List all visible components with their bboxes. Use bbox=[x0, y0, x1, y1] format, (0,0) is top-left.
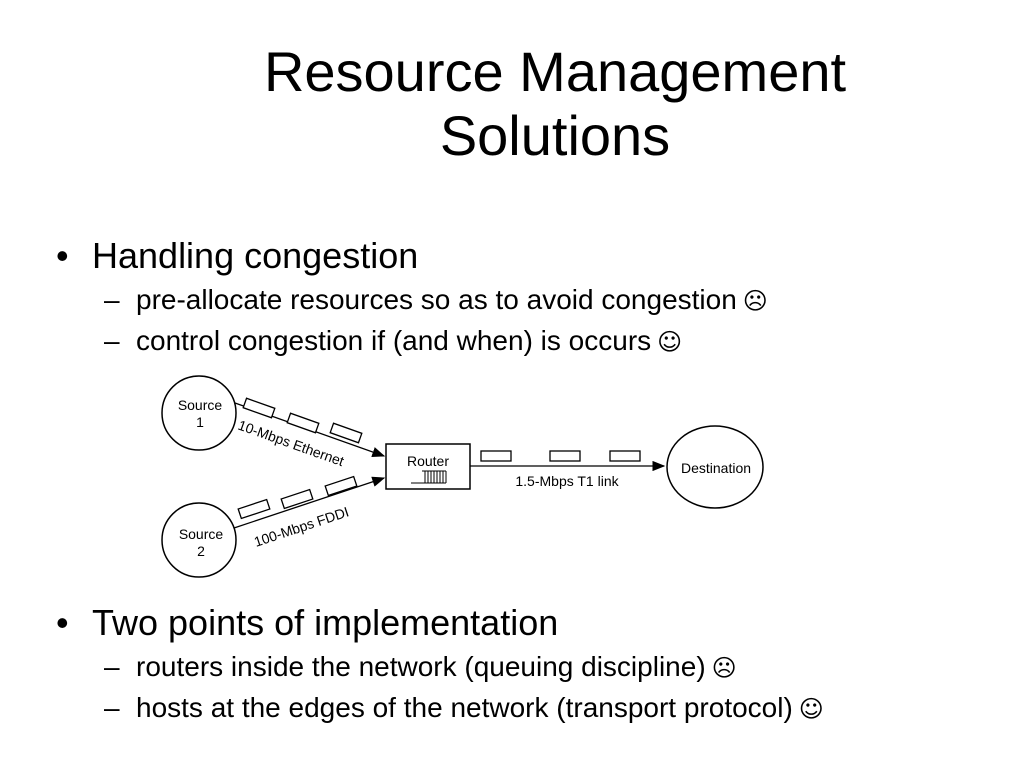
title-line-1: Resource Management bbox=[263, 40, 847, 103]
destination-label: Destination bbox=[681, 460, 751, 476]
subbullet-routers: –routers inside the network (queuing dis… bbox=[104, 651, 737, 684]
subbullet-text: control congestion if (and when) is occu… bbox=[136, 325, 652, 356]
bullet-text: Two points of implementation bbox=[92, 602, 559, 643]
packet bbox=[286, 412, 320, 434]
fddi-packets bbox=[237, 475, 358, 520]
source-1-node bbox=[161, 375, 237, 451]
t1-packets bbox=[480, 450, 641, 462]
dash-glyph: – bbox=[104, 325, 120, 356]
slide-title: Resource Management Solutions bbox=[200, 40, 910, 168]
smile-icon: ☺ bbox=[657, 328, 683, 356]
dash-glyph: – bbox=[104, 692, 120, 723]
fddi-link bbox=[233, 476, 386, 529]
source-2-node bbox=[161, 502, 237, 578]
dash-glyph: – bbox=[104, 651, 120, 682]
packet bbox=[609, 450, 641, 462]
packet bbox=[329, 422, 363, 444]
frown-icon: ☹ bbox=[742, 287, 768, 315]
queue-icon bbox=[411, 470, 447, 484]
subbullet-control: –control congestion if (and when) is occ… bbox=[104, 325, 682, 358]
bullet-glyph: • bbox=[56, 602, 69, 643]
source-1-label: Source bbox=[178, 397, 223, 413]
dash-glyph: – bbox=[104, 284, 120, 315]
packet bbox=[324, 475, 358, 497]
subbullet-text: hosts at the edges of the network (trans… bbox=[136, 692, 793, 723]
subbullet-hosts: –hosts at the edges of the network (tran… bbox=[104, 692, 824, 725]
smile-icon: ☺ bbox=[798, 695, 824, 723]
bullet-handling-congestion: • Handling congestion bbox=[56, 236, 418, 276]
subbullet-preallocate: –pre-allocate resources so as to avoid c… bbox=[104, 284, 768, 317]
title-line-2: Solutions bbox=[439, 104, 671, 167]
destination-node bbox=[666, 425, 764, 509]
t1-link-label: 1.5-Mbps T1 link bbox=[515, 473, 619, 489]
bullet-text: Handling congestion bbox=[92, 235, 419, 276]
packet bbox=[549, 450, 581, 462]
bullet-two-points: • Two points of implementation bbox=[56, 603, 558, 643]
packet bbox=[480, 450, 512, 462]
packet bbox=[280, 488, 314, 510]
network-diagram: Source 1 Source 2 10-Mbps Ethernet 100-M… bbox=[161, 375, 764, 578]
packet bbox=[237, 498, 271, 520]
packet bbox=[242, 397, 276, 419]
subbullet-text: routers inside the network (queuing disc… bbox=[136, 651, 706, 682]
source-2-number: 2 bbox=[197, 543, 205, 559]
frown-icon: ☹ bbox=[711, 654, 737, 682]
source-2-label: Source bbox=[179, 526, 224, 542]
source-1-number: 1 bbox=[196, 414, 204, 430]
ethernet-packets bbox=[242, 397, 363, 444]
bullet-glyph: • bbox=[56, 235, 69, 276]
subbullet-text: pre-allocate resources so as to avoid co… bbox=[136, 284, 737, 315]
router-label: Router bbox=[407, 453, 449, 469]
